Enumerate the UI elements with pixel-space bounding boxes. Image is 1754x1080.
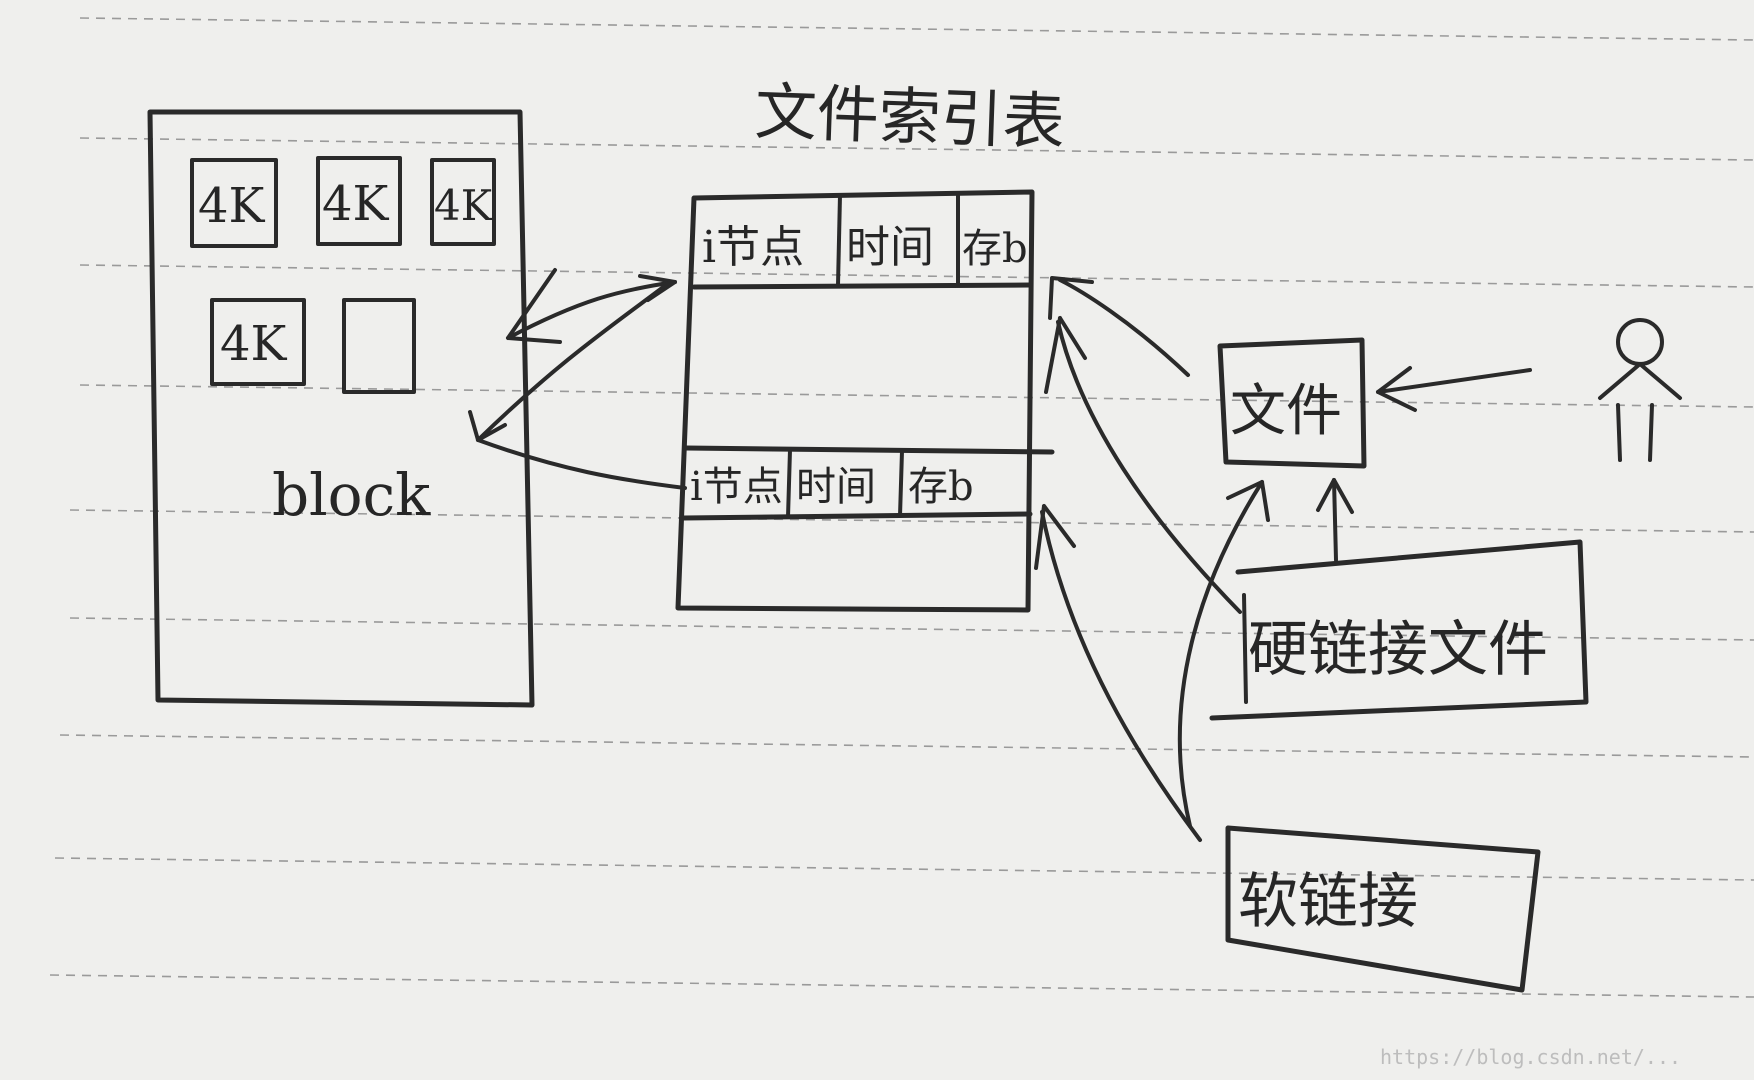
file-box-label: 文件 [1230, 379, 1342, 444]
arrow-user-to-file-head [1376, 366, 1417, 412]
block-cell-1 [190, 158, 278, 248]
hard-link-box: 硬链接文件 [1209, 539, 1589, 721]
arrow-block-to-row1 [506, 280, 677, 340]
hard-link-box-label: 硬链接文件 [1248, 615, 1548, 685]
index-row-2-block: 存b [908, 464, 974, 510]
block-cell-3 [430, 158, 496, 246]
file-box: 文件 [1217, 337, 1367, 469]
block-cell-2-label: 4K [322, 176, 390, 232]
arrow-file-to-row1 [1058, 278, 1190, 377]
block-label: block [272, 461, 431, 529]
arrow-row1-to-block [476, 280, 672, 442]
block-cell-4 [210, 298, 306, 386]
index-row-2-time: 时间 [796, 464, 876, 510]
arrow-head-left-lower [468, 410, 507, 442]
block-cell-5 [342, 298, 416, 394]
arrow-soft-to-row2 [1040, 510, 1202, 842]
block-cell-1-label: 4K [198, 178, 266, 234]
ruled-lines [49, 17, 1754, 998]
index-row-2-inode: i节点 [690, 464, 783, 510]
arrow-soft-to-file-head [1226, 480, 1270, 522]
block-cell-3-label: 4K [434, 181, 494, 230]
block-cell-4-label: 4K [220, 316, 288, 372]
arrow-hard-to-file [1332, 478, 1338, 562]
arrow-head-left-upper [506, 268, 562, 344]
person-icon [1598, 318, 1682, 462]
arrow-soft-to-row2-head [1034, 504, 1076, 570]
block-table-arrows [468, 268, 687, 490]
soft-link-box-label: 软链接 [1238, 867, 1418, 937]
arrow-hard-to-row1 [1056, 320, 1242, 614]
link-arrows [1034, 276, 1354, 842]
index-row-1-time: 时间 [846, 222, 934, 273]
hard-link-box-frame [1209, 539, 1589, 721]
block-cell-2 [316, 156, 402, 246]
arrow-hard-to-file-head [1316, 478, 1354, 514]
arrow-file-to-row1-head [1048, 276, 1094, 320]
arrow-soft-to-file [1177, 480, 1264, 828]
index-table-frame [675, 189, 1035, 613]
index-row-1-inode: i节点 [702, 222, 804, 273]
soft-link-box-frame [1225, 825, 1541, 993]
block-area-frame [147, 109, 535, 708]
index-table: i节点 时间 存b i节点 时间 存b [675, 189, 1055, 613]
index-row-1-block: 存b [962, 226, 1028, 272]
arrow-hard-to-row1-head [1044, 316, 1087, 394]
soft-link-box: 软链接 [1225, 825, 1541, 993]
arrow-user-to-file [1376, 368, 1532, 394]
file-box-frame [1217, 337, 1367, 469]
arrow-block-to-row2 [476, 438, 687, 490]
watermark-text: https://blog.csdn.net/... [1380, 1045, 1681, 1069]
diagram-title: 文件索引表 [754, 75, 1066, 159]
block-area: 4K 4K 4K 4K block [147, 109, 535, 708]
